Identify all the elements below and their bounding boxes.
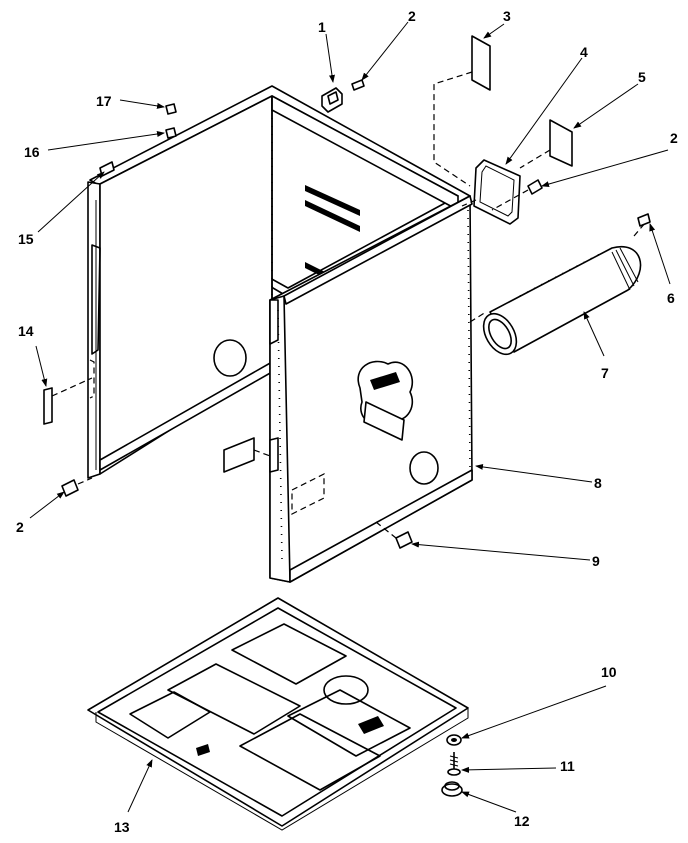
foot-12 [441,781,463,797]
callout-7: 7 [601,365,609,381]
base-pan [87,597,469,831]
callout-2: 2 [670,130,678,146]
callout-17: 17 [96,93,112,109]
callout-8: 8 [594,475,602,491]
callout-1: 1 [318,19,326,35]
right-side-panel [269,195,473,583]
callout-13: 13 [114,819,130,835]
callout-labels: 1 2 3 4 5 2 6 7 8 9 10 11 12 13 14 2 15 … [16,8,678,835]
front-label [223,437,271,473]
clip-16 [165,127,177,139]
screw-bottom-left [61,477,93,497]
screw-top [351,79,365,91]
panel-plate-3 [433,35,491,187]
screw-6 [637,213,651,227]
callout-10: 10 [601,664,617,680]
screw-17 [165,103,177,115]
callout-12: 12 [514,813,530,829]
leveling-bolt-11 [447,752,461,776]
callout-14: 14 [18,323,34,339]
callout-2: 2 [408,8,416,24]
side-label [43,359,95,425]
leader-lines [29,21,671,813]
callout-15: 15 [18,231,34,247]
callout-11: 11 [560,758,575,774]
screw-9 [375,521,413,549]
callout-5: 5 [638,69,646,85]
panel-plate-5 [519,119,573,169]
callout-3: 3 [503,8,511,24]
top-bracket [321,87,343,113]
callout-16: 16 [24,144,40,160]
callout-2: 2 [16,519,24,535]
callout-9: 9 [592,553,600,569]
screw-right [491,179,543,211]
callout-4: 4 [580,44,588,60]
bracket-plate-4 [461,159,521,225]
nut-10 [446,734,462,746]
callout-6: 6 [667,290,675,306]
exhaust-duct [469,221,647,356]
